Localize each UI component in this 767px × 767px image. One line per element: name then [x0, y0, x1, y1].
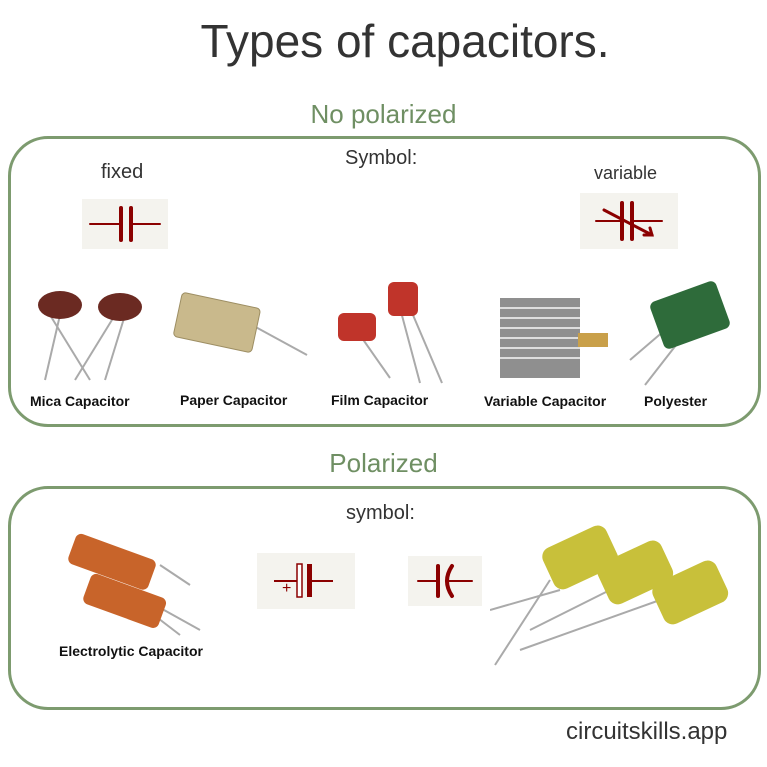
polyester-capacitor-image	[629, 281, 730, 386]
variable-capacitor-image	[500, 298, 608, 378]
plus-sign: +	[282, 580, 292, 597]
paper-capacitor-label: Paper Capacitor	[180, 392, 288, 408]
fixed-capacitor-symbol-icon	[82, 199, 168, 249]
variable-capacitor-label: Variable Capacitor	[484, 393, 607, 409]
footer-brand: circuitskills.app	[566, 718, 728, 745]
curved-plate-capacitor-symbol-icon	[408, 556, 482, 606]
variable-capacitor-symbol-icon	[580, 193, 678, 249]
polarized-symbol-icon: +	[257, 553, 355, 609]
fixed-label: fixed	[101, 161, 144, 183]
mica-capacitor-label: Mica Capacitor	[30, 393, 130, 409]
variable-label: variable	[594, 163, 658, 183]
polarized-box	[8, 486, 761, 710]
mica-capacitor-image	[38, 291, 142, 381]
polarized-heading: Polarized	[329, 448, 438, 478]
electrolytic-capacitor-image	[68, 533, 201, 636]
yellow-electrolytic-capacitors-image	[490, 525, 729, 666]
paper-capacitor-image	[173, 292, 308, 356]
page-title: Types of capacitors.	[200, 15, 610, 67]
film-capacitor-image	[338, 282, 443, 384]
electrolytic-capacitor-label: Electrolytic Capacitor	[59, 643, 203, 659]
film-capacitor-label: Film Capacitor	[331, 392, 429, 408]
polarized-symbol-label: symbol:	[346, 502, 415, 524]
non-polarized-box	[8, 136, 761, 427]
polyester-label: Polyester	[644, 393, 708, 409]
symbol-label: Symbol:	[345, 147, 418, 169]
non-polarized-heading: No polarized	[310, 99, 457, 129]
